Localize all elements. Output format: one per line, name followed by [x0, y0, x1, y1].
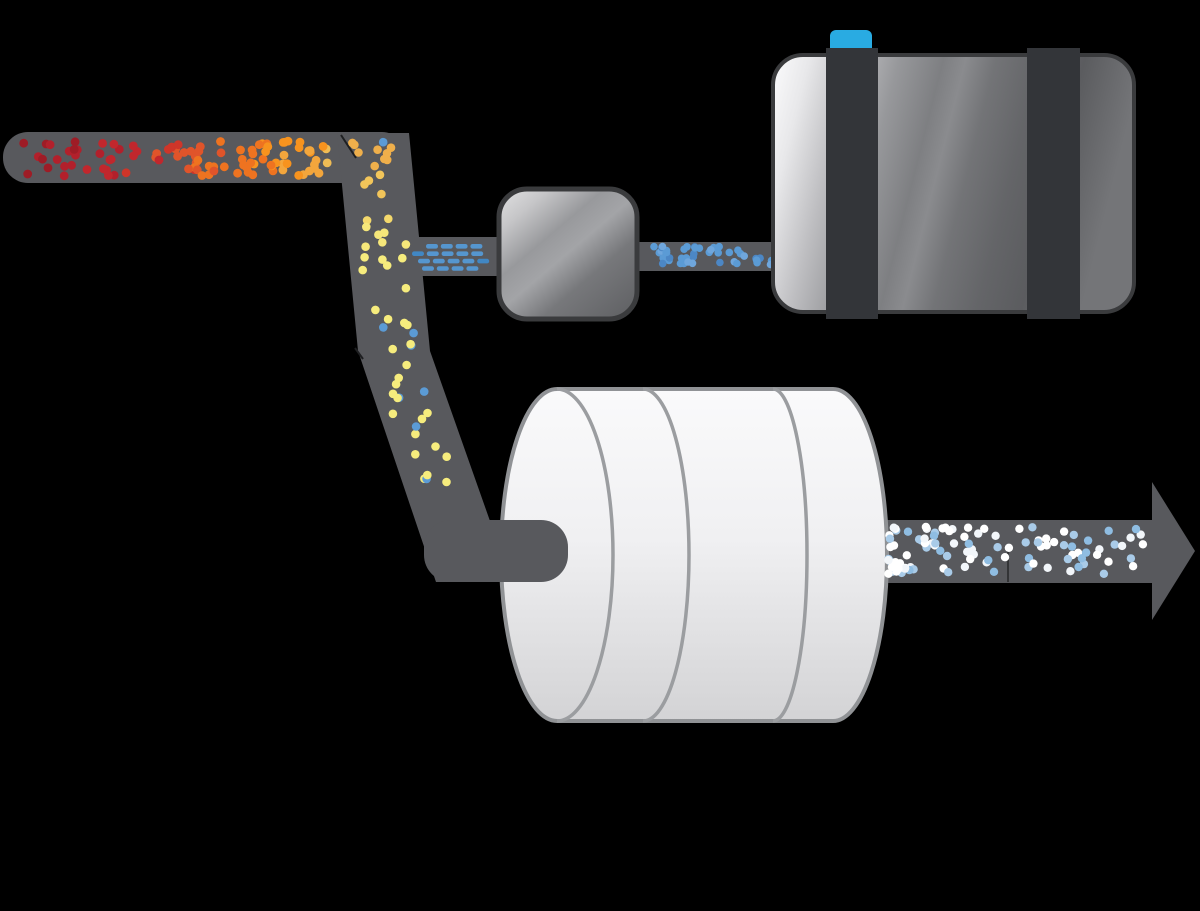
cooling-dots	[348, 137, 452, 487]
tank-strap-right	[1027, 48, 1080, 319]
downpipe-joint-line	[340, 134, 357, 159]
drum-seam-1	[642, 387, 691, 723]
filter-drum	[499, 387, 889, 723]
storage-tank	[771, 30, 1136, 319]
hot-gas-dots	[19, 136, 332, 181]
converter-box	[496, 186, 640, 322]
tank-strap-left	[826, 48, 878, 319]
downpipe-kink-line	[354, 347, 364, 360]
drum-feed-pipe	[424, 520, 568, 582]
tank-inflow-dots	[650, 242, 776, 269]
drum-cap-rim	[556, 387, 615, 723]
filter-drum-body	[499, 387, 889, 723]
clean-gas-dots	[884, 522, 1148, 578]
drum-seam-2	[772, 387, 809, 723]
brick-dashes	[412, 244, 490, 271]
outlet-arrow-head	[1152, 482, 1195, 620]
